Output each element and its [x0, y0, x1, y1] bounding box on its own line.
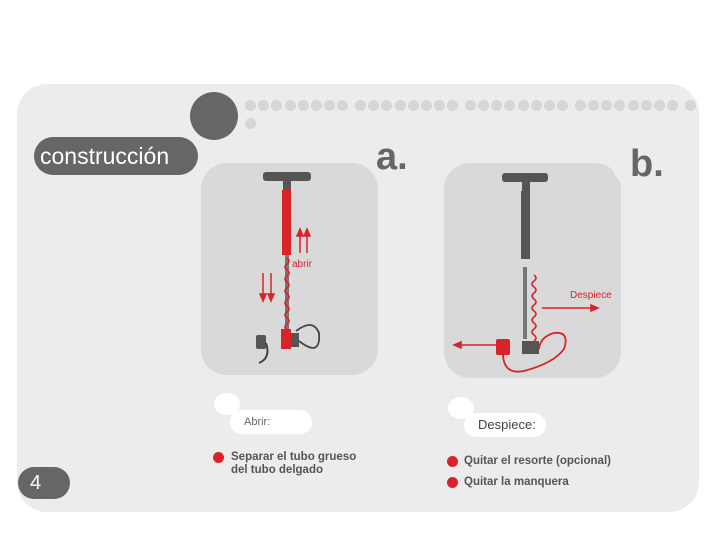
page-title: construcción: [34, 137, 198, 175]
despiece-arrow-label: Despiece: [570, 290, 612, 301]
step-a-line-2: del tubo delgado: [231, 464, 323, 476]
panel-a-letter: a.: [376, 136, 408, 178]
section-a-label: Abrir:: [230, 410, 312, 434]
pump-open-illustration: [256, 172, 321, 364]
panel-a-letter-badge: [366, 130, 428, 184]
step-b1-bullet: [447, 456, 458, 467]
step-a-bullet: [213, 452, 224, 463]
panel-b-letter: b.: [630, 143, 664, 185]
section-b-label: Despiece:: [464, 413, 546, 437]
label-b-blob: [448, 397, 474, 419]
step-b-1: Quitar el resorte (opcional): [464, 455, 611, 467]
step-b2-bullet: [447, 477, 458, 488]
decorative-dot-row: [245, 98, 701, 129]
label-a-blob: [214, 393, 240, 415]
corner-blob-top-left: [0, 64, 24, 94]
title-decoration: [190, 92, 238, 140]
step-a-line-1: Separar el tubo grueso: [231, 451, 357, 463]
step-b-2: Quitar la manquera: [464, 476, 569, 488]
abrir-arrow-label: abrir: [292, 259, 313, 270]
panel-b-letter-badge: [612, 138, 678, 190]
pump-exploded-illustration: [452, 173, 600, 373]
page-number: 4: [18, 467, 70, 499]
